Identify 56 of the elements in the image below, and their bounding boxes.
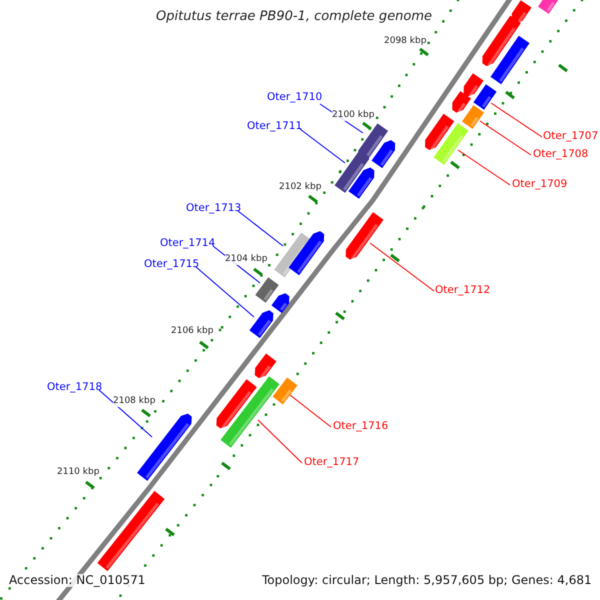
gene-label: Oter_1716 (333, 421, 388, 433)
gene-label: Oter_1707 (543, 131, 598, 143)
tick-label: 2098 kbp (384, 37, 426, 47)
gene-block (538, 0, 560, 14)
gene-block (254, 354, 276, 378)
gene-label: Oter_1718 (47, 382, 102, 394)
gene-block (425, 114, 454, 150)
leader-line (98, 390, 152, 438)
gene-block (346, 212, 384, 260)
tick-label: 2100 kbp (332, 111, 374, 121)
gene-block (372, 140, 396, 168)
gene-block (271, 293, 290, 314)
leader-line (490, 102, 542, 138)
gene-label: Oter_1711 (247, 121, 302, 133)
leader-line (290, 394, 332, 428)
gene-label: Oter_1714 (160, 238, 216, 250)
gene-block (464, 73, 484, 97)
gene-label: Oter_1709 (512, 179, 568, 191)
tick-label: 2102 kbp (279, 183, 322, 193)
gene-block (255, 277, 279, 303)
leader-line (196, 266, 254, 318)
gene-label: Oter_1712 (435, 285, 490, 297)
gene-block (220, 376, 280, 448)
gene-label: Oter_1708 (533, 149, 588, 161)
leader-line (370, 242, 434, 292)
tick-label: 2108 kbp (113, 397, 156, 407)
gene-block (249, 310, 274, 338)
gene-block (137, 414, 192, 481)
gene-block (512, 0, 532, 24)
leader-line (300, 128, 346, 164)
gene-label: Oter_1713 (186, 203, 242, 215)
gene-label: Oter_1717 (304, 457, 360, 469)
accession-text: Accession: NC_010571 (9, 574, 146, 588)
gene-block (97, 490, 165, 572)
leader-line (458, 150, 510, 186)
gene-block (473, 84, 497, 110)
leader-line (480, 120, 532, 156)
gene-block (490, 36, 530, 84)
title: Opitutus terrae PB90-1, complete genome (156, 10, 432, 24)
gene-block (216, 379, 257, 429)
gene-block (288, 231, 324, 276)
gene-label: Oter_1715 (144, 259, 200, 271)
gene-block (462, 105, 484, 129)
gene-block (348, 168, 374, 199)
genome-info-text: Topology: circular; Length: 5,957,605 bp; Genes: 4,681 (262, 574, 592, 588)
gene-block (434, 123, 468, 165)
gene-block (482, 16, 521, 66)
leader-line (238, 210, 284, 246)
tick-label: 2104 kbp (225, 255, 268, 265)
tick-label: 2110 kbp (57, 468, 100, 478)
gene-block (452, 91, 472, 113)
gene-block (272, 378, 298, 404)
gene-label: Oter_1710 (267, 92, 322, 104)
tick-label: 2106 kbp (171, 327, 214, 337)
gene-block (334, 151, 370, 193)
gene-block (358, 123, 388, 159)
